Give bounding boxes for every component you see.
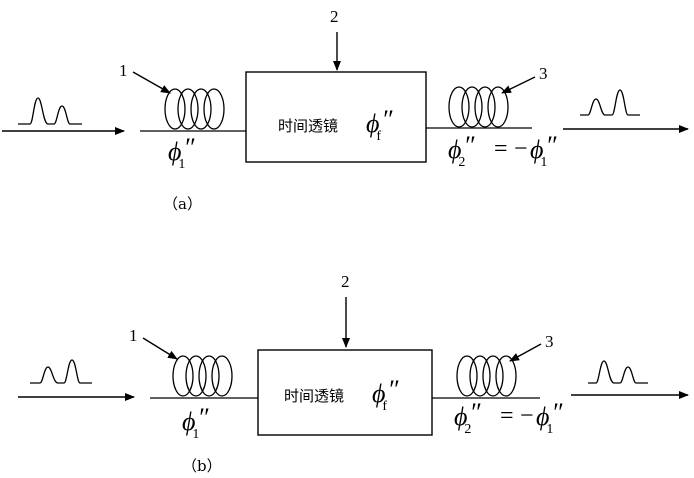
callout-arrow-1 — [143, 338, 177, 359]
panel-b: 时间透镜 ϕ″f 1 2 3 ϕ″1 ϕ″2 = − ϕ″1 （b） — [18, 272, 688, 475]
callout-label-3: 3 — [545, 332, 554, 351]
output-pulse-pair — [588, 361, 648, 383]
relation-equals: = — [500, 403, 514, 429]
callout-label-2: 2 — [330, 7, 339, 26]
panel-a: 时间透镜 ϕ″f 1 2 3 ϕ″1 ϕ″2 = − ϕ — [2, 7, 688, 213]
callout-arrow-3 — [502, 77, 535, 93]
output-pulse-pair — [580, 90, 640, 115]
panel-b-caption: （b） — [182, 457, 222, 475]
phi-1-relation-symbol: ϕ″1 — [530, 131, 557, 170]
callout-label-1: 1 — [119, 61, 128, 80]
relation-minus: − — [520, 403, 534, 429]
phi-1-relation-symbol: ϕ″1 — [536, 398, 563, 437]
input-pulse-pair — [18, 98, 82, 124]
phi-1-symbol: ϕ″1 — [182, 403, 209, 442]
time-lens-label: 时间透镜 — [278, 117, 338, 135]
phi-2-symbol: ϕ″2 — [454, 398, 481, 437]
phi-2-symbol: ϕ″2 — [448, 131, 475, 170]
fiber-coil-1 — [173, 356, 232, 396]
callout-label-1: 1 — [129, 326, 138, 345]
panel-a-caption: （a） — [163, 195, 202, 213]
callout-arrow-3 — [510, 344, 541, 361]
fiber-coil-3 — [449, 87, 508, 127]
input-pulse-pair — [30, 360, 92, 383]
callout-label-2: 2 — [341, 272, 350, 291]
relation-minus: − — [514, 136, 528, 162]
phi-1-symbol: ϕ″1 — [168, 133, 195, 172]
fiber-coil-1 — [165, 89, 224, 129]
time-lens-label: 时间透镜 — [284, 387, 344, 405]
callout-label-3: 3 — [539, 64, 548, 83]
relation-equals: = — [494, 136, 508, 162]
fiber-coil-3 — [457, 356, 516, 396]
callout-arrow-1 — [133, 72, 170, 93]
